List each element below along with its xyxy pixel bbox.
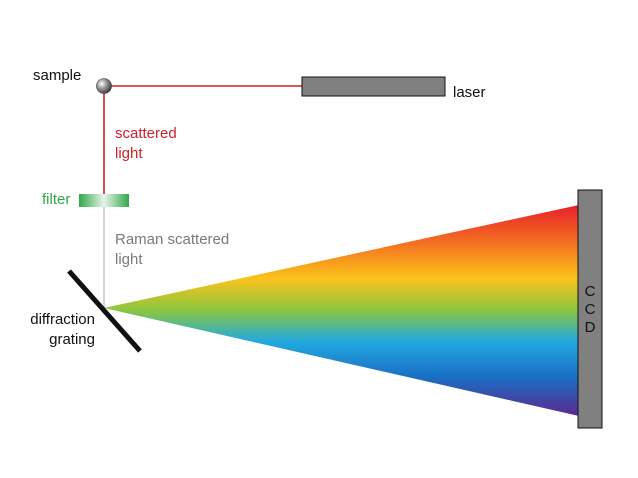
sphere-icon	[96, 78, 112, 94]
raman-label-line2: light	[115, 251, 143, 268]
grating-label-line1: diffraction	[30, 311, 95, 328]
laser-body	[301, 76, 446, 97]
grating-label-line2: grating	[49, 331, 95, 348]
ccd-letter-2: C	[585, 301, 596, 318]
raman-label-line1: Raman scattered	[115, 231, 229, 248]
sample-label: sample	[33, 67, 81, 84]
ccd-letter-3: D	[585, 319, 596, 336]
filter-gradient-icon	[79, 194, 129, 207]
scattered-label-line2: light	[115, 145, 143, 162]
ccd-detector	[577, 189, 603, 429]
laser-label: laser	[453, 84, 486, 101]
filter-label: filter	[42, 191, 70, 208]
ccd-letter-1: C	[585, 283, 596, 300]
grating-mirror-icon	[67, 269, 142, 353]
scattered-label-line1: scattered	[115, 125, 177, 142]
dispersed-spectrum	[104, 205, 579, 416]
